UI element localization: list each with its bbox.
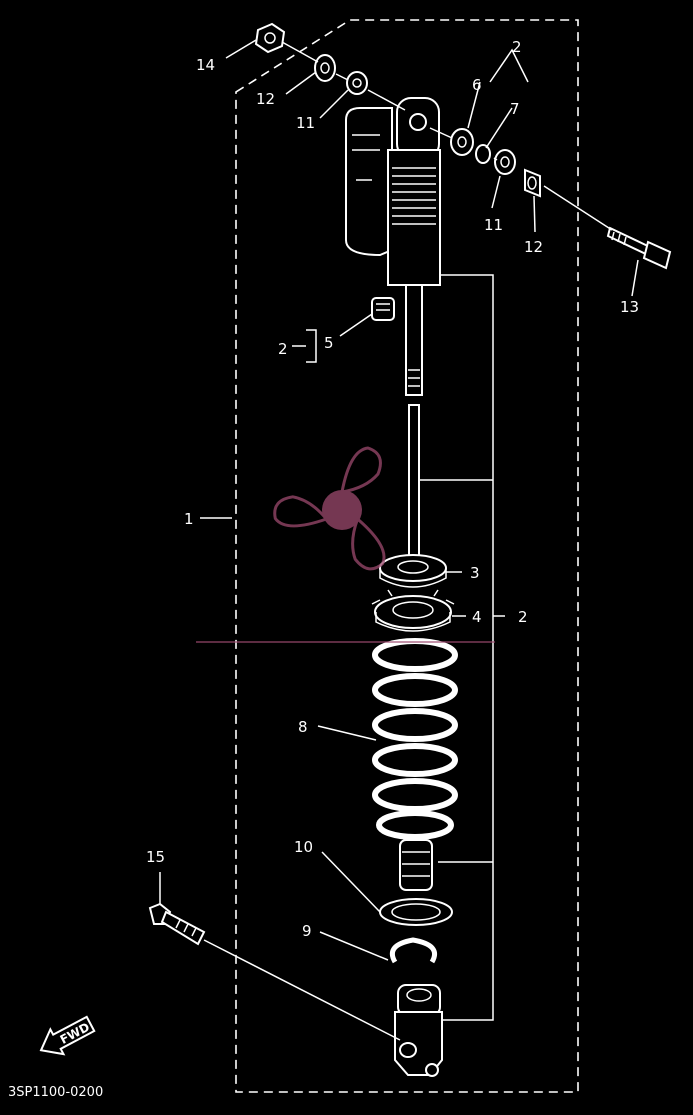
part-7-circlip <box>475 144 491 164</box>
callout-9: 9 <box>302 922 312 940</box>
callout-leaders <box>159 39 639 961</box>
callout-2-top: 2 <box>512 38 522 56</box>
callout-2-left: 2 <box>278 340 288 358</box>
part-12-collar-left <box>314 54 336 82</box>
assembly-boundary <box>235 19 579 1093</box>
part-8-coil-spring <box>372 638 458 840</box>
part-3-locknut <box>379 554 447 588</box>
callout-12-left: 12 <box>256 90 275 108</box>
part-11-seal-right <box>494 149 516 175</box>
part-10-spring-guide <box>379 898 453 926</box>
callout-4: 4 <box>472 608 482 626</box>
callout-1: 1 <box>184 510 194 528</box>
callout-6: 6 <box>472 76 482 94</box>
part-13-bolt <box>606 226 672 270</box>
callout-11-left: 11 <box>296 114 315 132</box>
callout-5: 5 <box>324 334 334 352</box>
part-9-spring-clip <box>389 937 438 964</box>
callout-10: 10 <box>294 838 313 856</box>
callout-11-right: 11 <box>484 216 503 234</box>
callout-13: 13 <box>620 298 639 316</box>
callout-7: 7 <box>510 100 520 118</box>
callout-12-right: 12 <box>524 238 543 256</box>
part-14-nut <box>254 22 286 54</box>
part-12-collar-right <box>524 168 541 198</box>
drawing-code: 3SP1100-0200 <box>8 1085 103 1100</box>
callout-8: 8 <box>298 718 308 736</box>
callout-3: 3 <box>470 564 480 582</box>
forward-arrow-icon: FWD <box>39 1015 96 1056</box>
piston-rod <box>408 404 420 566</box>
assembly-leader-bracket <box>420 274 505 1021</box>
callout-2-right: 2 <box>518 608 528 626</box>
upper-mount-axis <box>281 41 613 231</box>
lower-clevis <box>394 984 443 1077</box>
propeller-watermark-icon <box>273 446 386 571</box>
shock-body <box>345 97 441 396</box>
part-11-seal-left <box>346 71 368 95</box>
part-5-valve-cap <box>371 297 395 321</box>
bump-rubber <box>399 839 433 891</box>
lower-mount-axis <box>203 939 401 1041</box>
callout-15: 15 <box>146 848 165 866</box>
callout-14: 14 <box>196 56 215 74</box>
part-15-bolt <box>148 902 206 946</box>
part-4-adjuster-ring <box>371 589 455 632</box>
part-6-bearing <box>450 128 474 156</box>
